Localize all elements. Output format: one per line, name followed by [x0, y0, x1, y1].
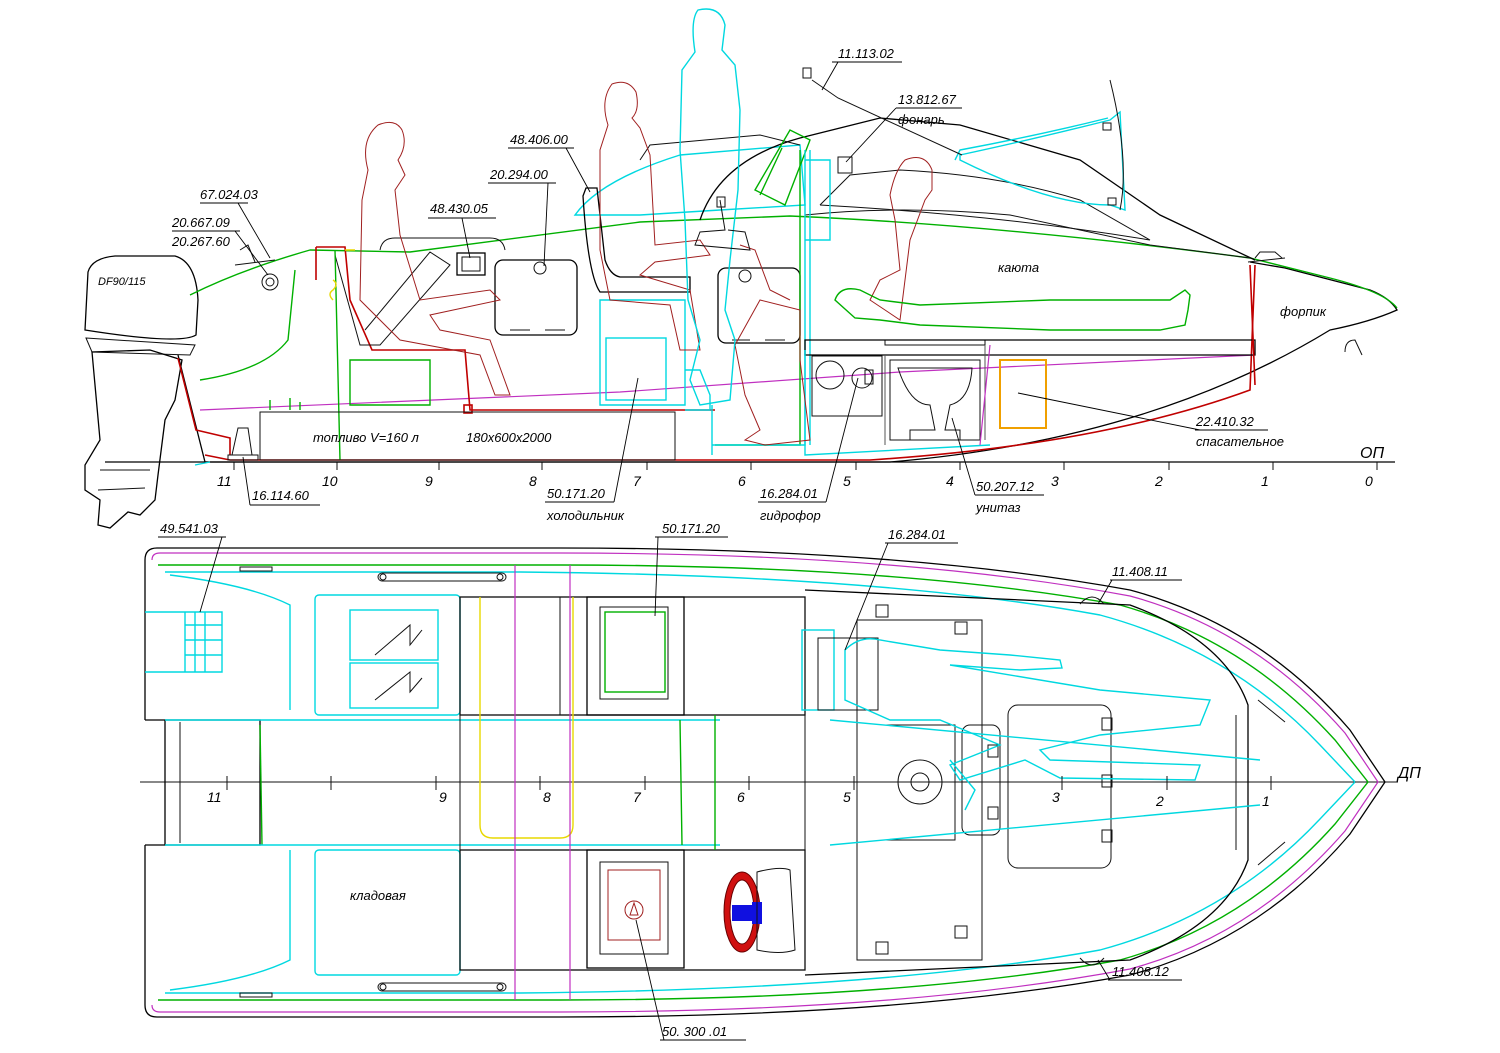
plan-frame-ticks — [226, 776, 1272, 790]
storage-label: кладовая — [350, 888, 406, 903]
swim-ladder — [145, 611, 223, 673]
plan-callouts: 49.541.03 50.171.20 16.284.01 11.408.11 … — [158, 521, 1182, 1041]
hull-plan-outline — [144, 547, 1386, 1018]
steering-wheel — [723, 871, 762, 953]
hull-chine-line — [199, 354, 1256, 411]
life-raft — [999, 359, 1047, 429]
callout-11-113-02: 11.113.02 — [838, 46, 895, 61]
side-callouts: 67.024.03 20.667.09 20.267.60 48.430.05 … — [171, 46, 1327, 523]
callout-plan-50-171-20: 50.171.20 — [662, 521, 721, 536]
callout-50-171-20: 50.171.20 — [547, 486, 606, 501]
callout-22-410-32: 22.410.32 — [1195, 414, 1255, 429]
callout-13-812-67-name: фонарь — [898, 112, 945, 127]
callout-11-408-11: 11.408.11 — [1112, 564, 1168, 579]
side-frame-1: 1 — [1261, 473, 1269, 489]
plan-frame-8: 8 — [543, 789, 551, 805]
plan-frame-3: 3 — [1052, 789, 1060, 805]
callout-20-267-60: 20.267.60 — [171, 234, 231, 249]
side-view: ОП 11 10 9 8 7 6 5 4 3 2 1 — [84, 8, 1398, 529]
fuel-tank: топливо V=160 л 180х600х2000 — [259, 398, 676, 461]
callout-13-812-67: 13.812.67 — [898, 92, 957, 107]
forepeak-label: форпик — [1280, 304, 1327, 319]
fuel-tank-label: топливо V=160 л — [313, 430, 420, 445]
hull-sheer-line — [189, 215, 1398, 309]
callout-50-207-12: 50.207.12 — [976, 479, 1035, 494]
callout-11-408-12: 11.408.12 — [1112, 964, 1170, 979]
plan-frame-1: 1 — [1262, 793, 1270, 809]
callout-50-300-01: 50. 300 .01 — [662, 1024, 727, 1039]
plan-frame-5: 5 — [843, 789, 851, 805]
human-figures — [359, 81, 933, 446]
plan-frame-9: 9 — [439, 789, 447, 805]
engine-label: DF90/115 — [98, 276, 146, 288]
hull-keel-red — [204, 264, 1256, 461]
fuel-tank-dims: 180х600х2000 — [466, 430, 552, 445]
standing-cyan-figure — [679, 8, 741, 406]
callout-48-430-05: 48.430.05 — [430, 201, 489, 216]
callout-20-667-09: 20.667.09 — [171, 215, 230, 230]
side-frame-5: 5 — [843, 473, 851, 489]
side-frame-10: 10 — [322, 473, 338, 489]
callout-16-114-60: 16.114.60 — [252, 488, 310, 503]
side-frame-8: 8 — [529, 473, 537, 489]
cabin-label: каюта — [998, 260, 1039, 275]
plan-frame-2: 2 — [1155, 793, 1164, 809]
side-frame-4: 4 — [946, 473, 954, 489]
plan-frame-numbers: 11 9 8 7 6 5 3 2 1 — [207, 789, 1270, 809]
callout-67-024-03: 67.024.03 — [200, 187, 259, 202]
side-frame-9: 9 — [425, 473, 433, 489]
plan-frame-7: 7 — [633, 789, 642, 805]
callout-50-207-12-name: унитаз — [975, 500, 1021, 515]
callout-16-284-01-name: гидрофор — [760, 508, 821, 523]
centerline-label: ДП — [1396, 765, 1421, 782]
side-frame-6: 6 — [738, 473, 746, 489]
side-frame-3: 3 — [1051, 473, 1059, 489]
side-frame-numbers: 11 10 9 8 7 6 5 4 3 2 1 0 — [217, 473, 1373, 489]
waterline-label: ОП — [1360, 445, 1384, 462]
outboard-motor: DF90/115 — [84, 255, 199, 529]
callout-plan-16-284-01: 16.284.01 — [888, 527, 946, 542]
plan-view: ДП — [140, 521, 1421, 1041]
side-frame-11: 11 — [217, 473, 232, 489]
callout-22-410-32-name: спасательное — [1196, 434, 1284, 449]
side-frame-0: 0 — [1365, 473, 1373, 489]
side-frame-ticks — [233, 462, 1378, 470]
side-frame-2: 2 — [1154, 473, 1163, 489]
plan-frame-11: 11 — [207, 789, 222, 805]
callout-20-294-00: 20.294.00 — [489, 167, 549, 182]
callout-49-541-03: 49.541.03 — [160, 521, 219, 536]
callout-50-171-20-name: холодильник — [546, 508, 625, 523]
callout-48-406-00: 48.406.00 — [510, 132, 569, 147]
lying-figure — [834, 288, 1191, 331]
plan-frame-6: 6 — [737, 789, 745, 805]
callout-16-284-01: 16.284.01 — [760, 486, 818, 501]
side-frame-7: 7 — [633, 473, 642, 489]
